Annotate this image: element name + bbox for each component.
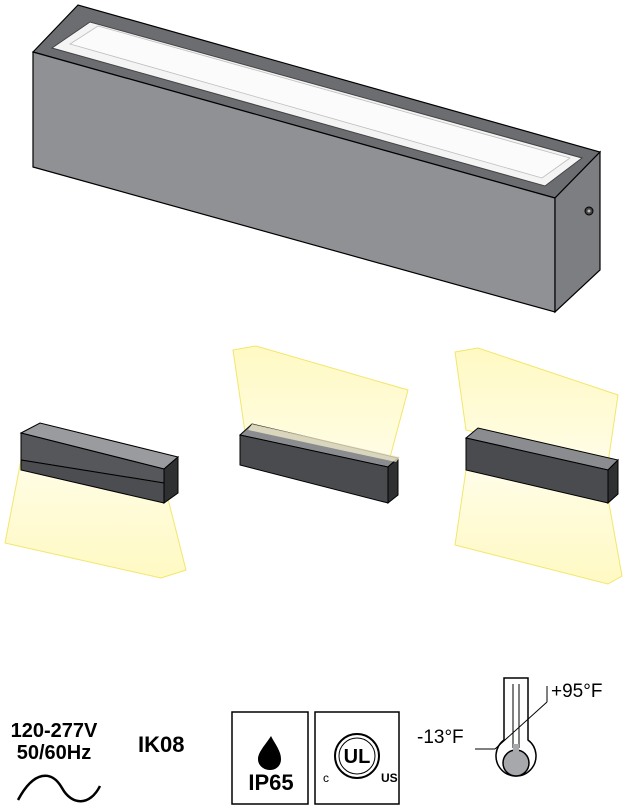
temp-min-text: -13°F [417,727,464,748]
ip-rating-text: IP65 [248,770,294,795]
svg-text:US: US [381,771,398,785]
temp-max-text: +95°F [551,681,603,702]
svg-text:UL: UL [344,746,371,768]
downlight-variant [4,422,187,579]
thermometer-icon [475,677,548,777]
frequency-text: 50/60Hz [16,742,92,764]
uplight-variant [232,345,409,505]
ac-sine-wave-icon [16,774,102,803]
ul-badge [314,711,400,805]
main-fixture-end [554,150,601,314]
water-drop-icon [258,736,281,770]
main-fixture-render [31,4,602,314]
voltage-spec: 120-277V 50/60Hz [0,720,108,764]
voltage-text: 120-277V [10,720,98,742]
ul-listed-mark-icon: UL c US [323,733,398,785]
impact-rating-text: IK08 [138,732,185,757]
up-down-light-variant [454,347,623,585]
svg-text:c: c [323,771,329,785]
